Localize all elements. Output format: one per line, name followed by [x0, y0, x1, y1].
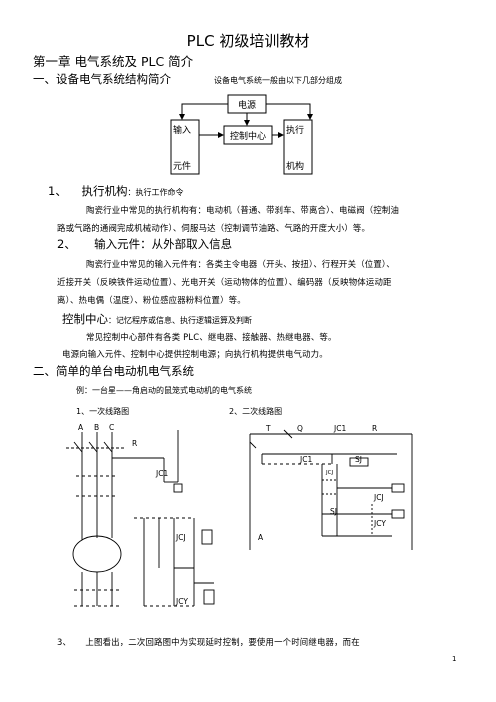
relay-r-label: R	[132, 439, 137, 448]
primary-circuit-diagram: A B C R JC1 JCJ JCY	[66, 423, 215, 607]
contactor-jcj-label: JCJ	[175, 533, 186, 542]
item2-title: 输入元件：从外部取入信息	[94, 237, 233, 251]
jc1-contact-label: JC1	[299, 455, 312, 464]
secondary-circuit-diagram: T Q JC1 R JC1 SJ JCJ JCJ SJ JCY A	[249, 424, 413, 550]
item2-paragraph-line1: 陶瓷行业中常见的输入元件有：各类主令电器（开头、按扭）、行程开关（位置）、	[86, 259, 395, 269]
item3-paragraph-line2: 电源向输入元件、控制中心提供控制电源；向执行机构提供电气动力。	[62, 349, 328, 359]
item3-title: 控制中心	[62, 312, 108, 326]
circuit2-title: 2、二次线路图	[229, 407, 283, 416]
phase-c-label: C	[109, 423, 114, 432]
jc1-top-label: JC1	[333, 424, 346, 433]
sj-lower-label: SJ	[330, 507, 337, 516]
jcy-coil-label: JCY	[373, 519, 386, 528]
terminal-a-label: A	[258, 533, 264, 542]
item2-heading: 2、 输入元件：从外部取入信息	[57, 236, 232, 252]
item1-heading: 1、 执行机构：执行工作命令	[48, 183, 183, 199]
contactor-jcy-label: JCY	[175, 597, 188, 606]
item2-paragraph-line2: 近接开关（反映铁件运动位置）、光电开关（运动物体的位置）、编码器（反映物体运动距	[57, 277, 392, 287]
power-label: 电源	[238, 99, 256, 111]
system-block-diagram: 电源 输入 元件 控制中心 执行 机构	[170, 94, 313, 175]
item3-heading: 控制中心：记忆程序或信息、执行逻辑运算及判断	[62, 311, 252, 327]
section2-heading: 二、简单的单台电动机电气系统	[33, 364, 194, 378]
doc-title: PLC 初级培训教材	[186, 32, 310, 50]
input-label-a: 输入	[173, 124, 191, 136]
phase-a-label: A	[78, 423, 84, 432]
item2-paragraph-line3: 离）、热电偶（温度）、粉位感应器粉料位置）等。	[57, 295, 246, 305]
item1-subtitle: ：执行工作命令	[127, 188, 184, 197]
item1-paragraph-line2: 路或气路的通阀完成机械动作）、伺服马达（控制调节油路、气路的开度大小）等。	[57, 223, 371, 233]
chapter-heading: 第一章 电气系统及 PLC 简介	[33, 54, 194, 69]
switch-t-label: T	[265, 424, 271, 433]
section1-note: 设备电气系统一般由以下几部分组成	[214, 76, 342, 85]
section1-heading: 一、设备电气系统结构简介	[33, 72, 171, 86]
page-number: 1	[452, 655, 457, 663]
item-last-number: 3、	[57, 637, 72, 647]
item1-title: 执行机构	[81, 184, 128, 198]
contactor-jc1-label: JC1	[155, 469, 168, 478]
item3-paragraph-line1: 常见控制中心部件有各类 PLC、继电器、接触器、热继电器、等。	[86, 332, 337, 342]
jcj-coil-label: JCJ	[373, 493, 384, 502]
item2-number: 2、	[57, 237, 76, 251]
item1-paragraph-line1: 陶瓷行业中常见的执行机构有：电动机（普通、带刹车、带离合）、电磁阀（控制油	[86, 205, 400, 215]
item1-number: 1、	[48, 184, 67, 198]
relay-r2-label: R	[372, 424, 377, 433]
item-last: 3、 上图看出，二次回路图中为实现延时控制，要使用一个时间继电器，而在	[57, 636, 360, 648]
exec-label-a: 执行	[286, 124, 304, 136]
executive-box	[283, 119, 313, 175]
phase-b-label: B	[94, 423, 99, 432]
jcj-small-label: JCJ	[325, 470, 333, 476]
control-label: 控制中心	[230, 130, 266, 142]
circuit1-title: 1、一次线路图	[76, 407, 130, 416]
item3-subtitle: ：记忆程序或信息、执行逻辑运算及判断	[108, 316, 252, 325]
item-last-text: 上图看出，二次回路图中为实现延时控制，要使用一个时间继电器，而在	[85, 637, 360, 647]
input-box	[170, 119, 200, 175]
switch-q-label: Q	[297, 424, 303, 433]
sj-timer-label: SJ	[355, 455, 362, 464]
input-label-b: 元件	[173, 160, 191, 172]
exec-label-b: 机构	[286, 160, 304, 172]
example-line: 例：一台星——角启动的鼠笼式电动机的电气系统	[76, 386, 252, 395]
